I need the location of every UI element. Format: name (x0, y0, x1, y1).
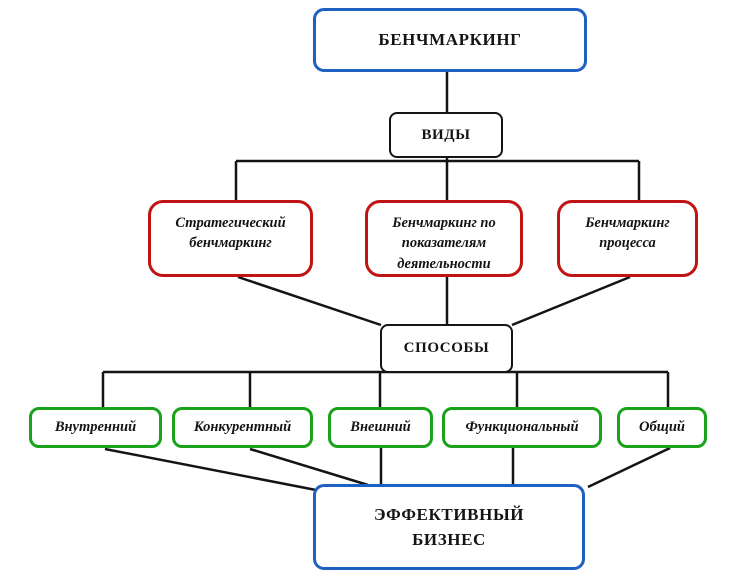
kind-node-label: Бенчмаркинг по показателям деятельности (392, 215, 496, 272)
kinds-header-label: ВИДЫ (421, 126, 471, 143)
way-node-competitive: Конкурентный (172, 407, 313, 448)
result-node-label: ЭФФЕКТИВНЫЙ БИЗНЕС (373, 504, 525, 550)
kind-node-label: Стратегический бенчмаркинг (175, 215, 286, 252)
kind-node-strategic: Стратегический бенчмаркинг (148, 200, 313, 277)
way-node-label: Функциональный (465, 419, 579, 435)
root-node-label: БЕНЧМАРКИНГ (378, 30, 522, 49)
way-node-external: Внешний (328, 407, 433, 448)
connector (237, 275, 382, 327)
connector (249, 447, 369, 487)
root-node-benchmarking: БЕНЧМАРКИНГ (313, 8, 587, 72)
way-node-label: Внешний (350, 419, 411, 435)
kind-node-performance: Бенчмаркинг по показателям деятельности (365, 200, 523, 277)
result-node-effective-business: ЭФФЕКТИВНЫЙ БИЗНЕС (313, 484, 585, 570)
way-node-general: Общий (617, 407, 707, 448)
kind-node-label: Бенчмаркинг процесса (585, 215, 670, 252)
ways-header-label: СПОСОБЫ (403, 340, 490, 356)
connector (587, 446, 671, 489)
way-node-functional: Функциональный (442, 407, 602, 448)
connector (511, 275, 631, 327)
way-node-label: Конкурентный (193, 419, 292, 435)
kinds-header-node: ВИДЫ (389, 112, 503, 158)
connector (104, 447, 317, 492)
way-node-label: Внутренний (54, 419, 137, 435)
ways-header-node: СПОСОБЫ (380, 324, 513, 373)
kind-node-process: Бенчмаркинг процесса (557, 200, 698, 277)
way-node-label: Общий (639, 419, 685, 435)
way-node-internal: Внутренний (29, 407, 162, 448)
